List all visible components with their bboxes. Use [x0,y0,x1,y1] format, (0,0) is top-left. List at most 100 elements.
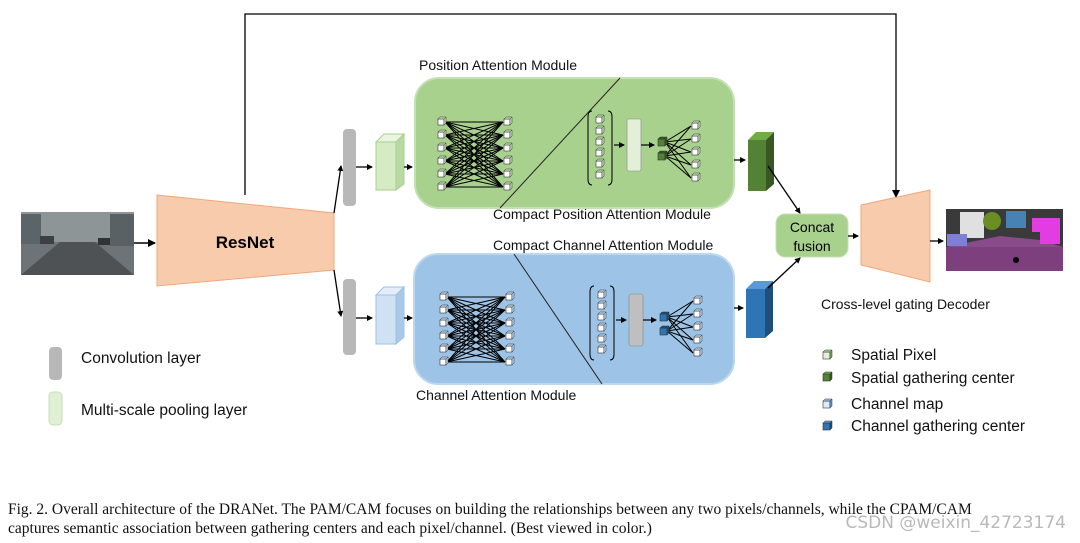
connection-line [444,121,504,188]
connection-line [444,147,504,188]
skip-connection-line [244,13,900,198]
connection-line [446,296,506,350]
connection-line [664,155,692,179]
pixel-cube-icon [595,158,605,168]
pam-title: Position Attention Module [419,57,577,73]
connection-line [664,125,692,143]
green-filled-cube-icon [822,371,833,382]
pixel-cube-icon [595,147,605,157]
pixel-cube-icon [505,356,515,366]
pixel-cube-icon [437,168,447,178]
pixel-cube-icon [439,356,449,366]
arrow-pam-to-concat [767,165,801,214]
connection-line [666,330,694,341]
pixel-cube-icon [693,347,703,357]
cam-divider [513,253,603,385]
pam-output-feature [748,132,774,191]
pixel-cube-icon [505,343,515,353]
pixel-cube-icon [691,120,701,130]
ccam-title: Compact Channel Attention Module [493,237,714,253]
connection-line [666,300,694,318]
connection-line [444,121,504,162]
pixel-cube-icon [597,289,607,299]
pixel-cube-icon [437,155,447,165]
output-segmentation-map [946,209,1063,271]
green-outline-cube-icon [822,349,833,360]
connection-line [446,348,506,363]
pixel-cube-icon [597,300,607,310]
blue-filled-cube-icon [822,420,833,431]
gathering-bar [626,118,642,172]
connection-line [446,296,506,311]
gathering-center-cube-icon [657,150,668,161]
legend-pool-swatch [48,391,63,426]
decoder-block [860,189,931,283]
pixel-cube-icon [595,114,605,124]
pixel-cube-icon [503,168,513,178]
pam-network [437,110,701,191]
gathering-center-cube-icon [659,311,670,322]
pixel-cube-icon [597,344,607,354]
connection-line [666,300,694,332]
legend-pool-label: Multi-scale pooling layer [81,402,248,419]
arrow-resnet-to-bottom-conv [333,269,344,317]
connection-line [664,125,692,157]
connection-line [444,160,504,188]
decoder-label: Cross-level gating Decoder [821,296,990,312]
pixel-cube-icon [439,291,449,301]
bracket-right [609,285,615,361]
connection-line [446,322,506,363]
connection-line [446,335,506,363]
pixel-cube-icon [505,330,515,340]
pixel-cube-icon [693,308,703,318]
concat-label-line2: fusion [793,238,830,254]
connection-line [666,313,694,332]
pixel-cube-icon [595,136,605,146]
pixel-cube-icon [437,116,447,126]
cam-output-feature [746,281,773,338]
pam-divider [499,77,621,209]
resnet-label: ResNet [216,233,275,252]
legend-channel-map-label: Channel map [851,396,944,413]
arrow-resnet-to-top-conv [333,165,344,214]
pixel-cube-icon [439,317,449,327]
pixel-cube-icon [597,311,607,321]
legend-conv-label: Convolution layer [81,350,201,367]
bracket-left [589,285,595,361]
pixel-cube-icon [595,125,605,135]
pixel-cube-icon [503,181,513,191]
legend-channel-center-label: Channel gathering center [851,418,1026,435]
pixel-cube-icon [691,146,701,156]
connection-line [444,121,504,149]
legend-icons [822,349,833,431]
bracket-right [607,110,613,186]
pixel-cube-icon [597,322,607,332]
connection-line [446,296,506,337]
pixel-cube-icon [439,343,449,353]
pixel-cube-icon [691,159,701,169]
pixel-cube-icon [439,304,449,314]
pixel-cube-icon [505,317,515,327]
gathering-center-cube-icon [659,325,670,336]
pixel-cube-icon [691,133,701,143]
pixel-cube-icon [503,116,513,126]
cam-network [439,285,703,366]
connection-line [444,121,504,136]
concat-label-line1: Concat [790,219,834,235]
pixel-cube-icon [693,295,703,305]
bottom-pooling-layer [374,285,406,346]
connection-line [444,121,504,175]
pixel-cube-icon [505,304,515,314]
connection-line [446,296,506,363]
connection-line [666,330,694,354]
gathering-bar [628,293,644,347]
connection-line [664,151,692,157]
caption-line-1: Fig. 2. Overall architecture of the DRAN… [8,501,972,518]
connection-line [666,326,694,332]
pixel-cube-icon [439,330,449,340]
bottom-conv-layer [343,279,356,355]
gathering-center-cube-icon [657,136,668,147]
bracket-left [587,110,593,186]
pixel-cube-icon [503,155,513,165]
legend-conv-swatch [49,347,62,380]
